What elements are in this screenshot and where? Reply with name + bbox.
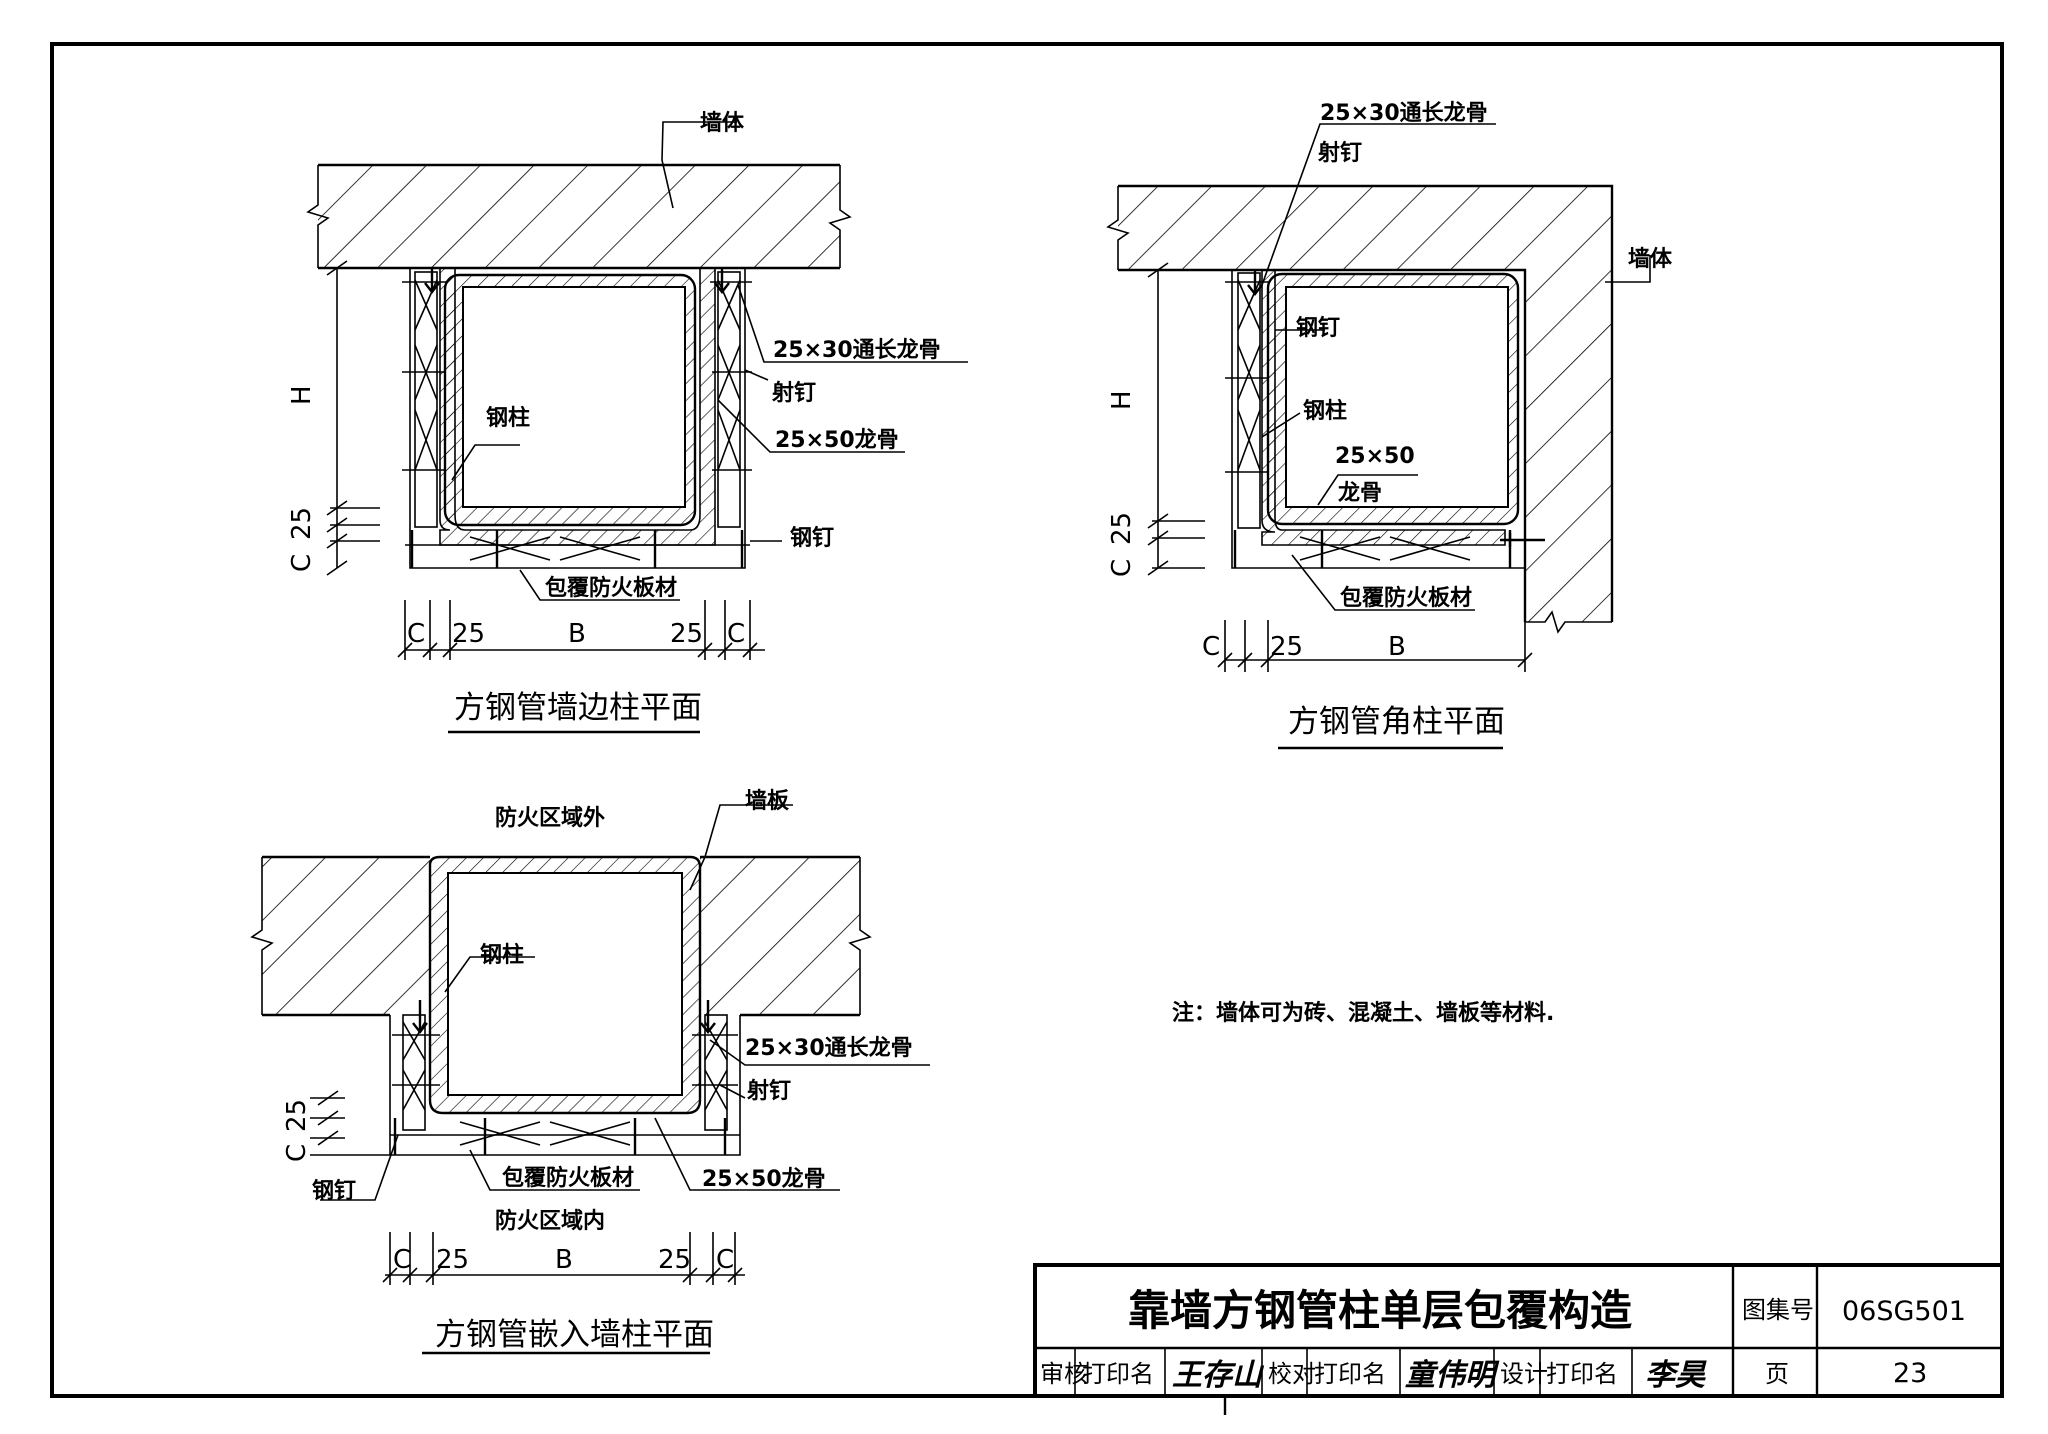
d2-column-label: 钢柱 [1303,398,1347,424]
d3-title: 方钢管嵌入墙柱平面 [435,1317,714,1353]
d1-steel-nail-label: 钢钉 [790,525,834,551]
tb-atlas-no: 06SG501 [1842,1296,1966,1327]
d1-stud-label: 25×50龙骨 [775,428,899,453]
d1-dim-25-left: 25 [452,619,485,649]
d3-dim-C-left: C [393,1245,411,1275]
tb-design: 设计 [1500,1360,1548,1388]
tb-review-print: 打印名 [1082,1360,1154,1388]
d2-dim-B: B [1388,632,1406,662]
d2-shot-nail-label: 射钉 [1317,140,1362,166]
tb-design-signature: 李昊 [1645,1358,1707,1393]
tb-review: 审核 [1040,1360,1088,1388]
d2-dim-H: H [1107,390,1137,410]
d3-wallboard-label: 墙板 [745,789,790,814]
tb-check-print: 打印名 [1314,1360,1386,1388]
tb-design-print: 打印名 [1546,1360,1618,1388]
d3-dim-25-right: 25 [658,1245,691,1275]
tb-drawing-title: 靠墙方钢管柱单层包覆构造 [1128,1286,1632,1335]
d1-dim-B: B [568,619,586,649]
d3-shot-nail-label: 射钉 [746,1078,791,1104]
drawing-wall-side-column [306,121,968,734]
sheet-border [50,42,2004,1398]
d1-dim-C-right: C [727,619,745,649]
d3-stud-label: 25×50龙骨 [702,1167,826,1192]
d2-title: 方钢管角柱平面 [1288,704,1505,740]
d2-steel-nail-label: 钢钉 [1296,315,1340,341]
corner-wall-hatch [1118,186,1612,622]
d3-outside-label: 防火区域外 [495,805,605,831]
wallboard-hatch [262,857,860,1015]
steel-column-inner [462,286,686,508]
tb-page-no: 23 [1893,1358,1927,1389]
d2-board-label: 包覆防火板材 [1340,585,1472,611]
d1-column-label: 钢柱 [486,405,530,431]
d3-dim-25-v: 25 [282,1099,312,1132]
d1-dim-C: C [287,554,317,572]
tb-page-label: 页 [1765,1360,1789,1388]
d1-wall-label: 墙体 [700,111,745,136]
d1-dim-25-right: 25 [670,619,703,649]
wall-hatch [318,165,840,268]
d2-stud-a-label: 25×50 [1335,444,1415,469]
stud-right [717,271,741,528]
d3-dim-25-left: 25 [436,1245,469,1275]
d2-dim-25-v: 25 [1107,512,1137,545]
d3-dim-C: C [282,1144,312,1162]
d2-dim-C-h: C [1202,632,1220,662]
drawing-corner-column [1106,123,1651,750]
d2-wall-label: 墙体 [1628,247,1673,272]
d1-title: 方钢管墙边柱平面 [454,690,702,726]
corner-steel-column-inner [1285,286,1509,508]
d2-dim-25-h: 25 [1270,632,1303,662]
tb-check-signature: 童伟明 [1405,1358,1500,1393]
note: 注：墙体可为砖、混凝土、墙板等材料. [1172,1000,1554,1026]
d3-steel-nail-label: 钢钉 [312,1178,356,1204]
embedded-steel-column-inner [447,872,683,1096]
d3-stud-long-label: 25×30通长龙骨 [745,1036,913,1061]
d1-dim-C-left: C [407,619,425,649]
drawing-embedded-column [250,804,930,1355]
tb-atlas-label: 图集号 [1742,1296,1814,1324]
stud-left [414,271,438,528]
d3-board-label: 包覆防火板材 [502,1165,634,1191]
d3-inside-label: 防火区域内 [495,1208,605,1234]
d1-shot-nail-label: 射钉 [771,380,816,406]
title-block [1033,1263,2004,1415]
d3-dim-B: B [555,1245,573,1275]
tb-check: 校对 [1268,1360,1316,1388]
d3-column-label: 钢柱 [480,942,524,968]
d1-board-label: 包覆防火板材 [545,575,677,601]
d1-dim-H: H [287,385,317,405]
d3-dim-C-right: C [716,1245,734,1275]
d1-dim-25-v: 25 [287,507,317,540]
d2-stud-long-label: 25×30通长龙骨 [1320,101,1488,126]
d2-dim-C: C [1107,559,1137,577]
board-outline [409,268,746,569]
d2-stud-b-label: 龙骨 [1338,481,1382,506]
tb-review-signature: 王存山 [1172,1358,1265,1393]
d1-stud-long-label: 25×30通长龙骨 [773,338,941,363]
